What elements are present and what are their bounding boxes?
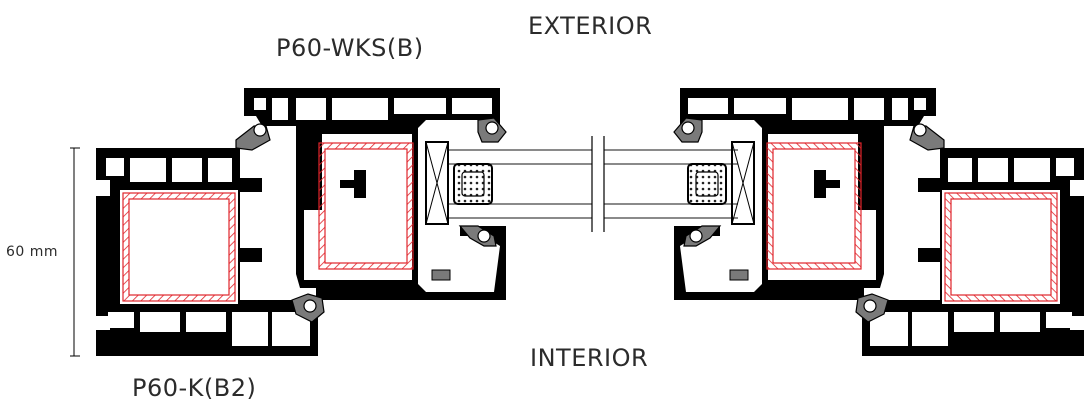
interior-label: INTERIOR: [530, 344, 649, 372]
left-profile-assembly: [96, 88, 506, 356]
dimension-line: [70, 147, 80, 357]
depth-dimension-label: 60 mm: [6, 244, 59, 260]
sash-profile-label: P60-WKS(B): [276, 34, 424, 62]
exterior-label: EXTERIOR: [528, 12, 653, 40]
right-profile-assembly: [674, 88, 1084, 356]
frame-profile-label: P60-K(B2): [132, 374, 257, 402]
